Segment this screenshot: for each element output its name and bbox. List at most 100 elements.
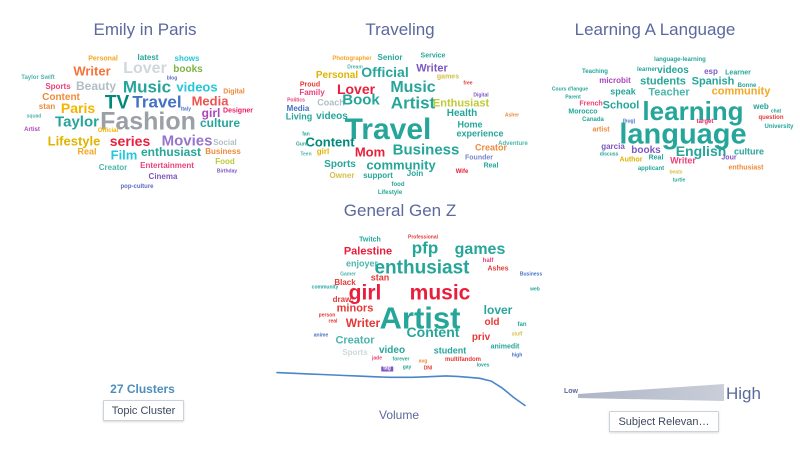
- cloud-word[interactable]: microbit: [599, 76, 631, 85]
- cloud-word[interactable]: garcia: [601, 142, 625, 151]
- cloud-word[interactable]: Creator: [474, 142, 508, 153]
- cloud-word[interactable]: Lifestyle: [47, 133, 101, 149]
- cloud-word[interactable]: Coach: [317, 97, 345, 108]
- cloud-word[interactable]: blog: [166, 75, 178, 82]
- cloud-word[interactable]: Lover: [336, 81, 376, 97]
- cloud-word[interactable]: Writer: [416, 62, 448, 75]
- cloud-word[interactable]: Health: [446, 108, 478, 119]
- cloud-word[interactable]: music: [409, 281, 471, 305]
- cloud-word[interactable]: Service: [420, 52, 446, 60]
- cloud-word[interactable]: videos: [657, 65, 689, 76]
- cloud-word[interactable]: Spanish: [691, 75, 735, 88]
- cloud-word[interactable]: Content: [305, 134, 355, 150]
- cloud-word[interactable]: Business: [519, 271, 543, 278]
- cloud-word[interactable]: Writer: [670, 155, 696, 166]
- cloud-word[interactable]: Film: [110, 147, 138, 163]
- cloud-word[interactable]: Ashes: [487, 265, 509, 273]
- cloud-word[interactable]: Real: [483, 162, 499, 170]
- cloud-word[interactable]: Artist: [390, 93, 436, 113]
- cloud-word[interactable]: experience: [456, 128, 504, 139]
- cloud-word[interactable]: Birthday: [216, 168, 238, 175]
- cloud-word[interactable]: discuss: [599, 151, 619, 158]
- cloud-word[interactable]: food: [391, 182, 405, 188]
- cloud-word[interactable]: Movies: [161, 132, 213, 150]
- cloud-word[interactable]: fan: [302, 131, 310, 138]
- cloud-word[interactable]: books: [173, 64, 203, 75]
- cloud-word[interactable]: turtle: [672, 177, 686, 184]
- cloud-word[interactable]: Entertainment: [140, 161, 194, 170]
- cloud-word[interactable]: Italy: [180, 106, 192, 113]
- cloud-word[interactable]: Sports: [342, 348, 368, 357]
- cloud-word[interactable]: University: [764, 124, 794, 130]
- cloud-word[interactable]: series: [109, 133, 151, 149]
- cloud-word[interactable]: Founder: [465, 154, 493, 162]
- subject-relevance-button[interactable]: Subject Relevan…: [609, 411, 719, 432]
- cloud-word[interactable]: enthusiast: [728, 164, 764, 172]
- cloud-word[interactable]: animedit: [490, 343, 520, 351]
- cloud-word[interactable]: Join: [406, 169, 424, 178]
- cloud-word[interactable]: Learner: [725, 69, 751, 77]
- cloud-word[interactable]: Official: [97, 128, 119, 134]
- cloud-word[interactable]: Teen: [300, 151, 312, 158]
- cloud-word[interactable]: French: [579, 100, 603, 108]
- cloud-word[interactable]: Photographer: [332, 56, 372, 62]
- cloud-word[interactable]: latest: [137, 53, 159, 62]
- cloud-word[interactable]: speak: [610, 86, 636, 97]
- cloud-word[interactable]: Personal: [315, 70, 359, 81]
- cloud-word[interactable]: stuff: [511, 331, 523, 338]
- volume-line-chart[interactable]: [270, 362, 528, 412]
- cloud-word[interactable]: English: [675, 143, 727, 159]
- cloud-word[interactable]: Creator: [335, 334, 375, 347]
- cloud-word[interactable]: Sports: [324, 159, 356, 170]
- cloud-word[interactable]: Personal: [88, 55, 118, 63]
- cloud-word[interactable]: language-learning: [654, 57, 706, 63]
- cloud-word[interactable]: Business: [205, 147, 241, 156]
- cloud-word[interactable]: Real: [648, 154, 664, 162]
- cloud-word[interactable]: fan: [517, 322, 527, 328]
- cloud-word[interactable]: pop-culture: [120, 184, 154, 190]
- cloud-word[interactable]: Media: [191, 93, 229, 109]
- cloud-word[interactable]: priv: [471, 332, 491, 343]
- cloud-word[interactable]: Food: [215, 157, 235, 166]
- cloud-word[interactable]: students: [640, 75, 686, 88]
- cloud-word[interactable]: Asher: [504, 112, 520, 119]
- cloud-word[interactable]: Teacher: [648, 86, 690, 99]
- cloud-word[interactable]: books: [631, 145, 661, 156]
- cloud-word[interactable]: Digital: [223, 88, 245, 96]
- cloud-word[interactable]: Black: [334, 278, 356, 287]
- cloud-word[interactable]: Living: [285, 111, 313, 122]
- cloud-word[interactable]: Paris: [60, 100, 96, 116]
- cloud-word[interactable]: squad: [26, 113, 42, 120]
- cloud-word[interactable]: Social: [213, 138, 237, 147]
- cloud-word[interactable]: Real: [77, 146, 97, 157]
- cloud-word[interactable]: Wife: [455, 169, 469, 175]
- cloud-word[interactable]: Cours d'langue: [551, 86, 589, 93]
- cloud-word[interactable]: Bonne: [737, 83, 757, 89]
- cloud-word[interactable]: Travel: [132, 92, 182, 112]
- cloud-word[interactable]: stan: [370, 272, 390, 283]
- cloud-word[interactable]: Business: [392, 141, 460, 159]
- cloud-word[interactable]: Artist: [379, 300, 461, 336]
- cloud-word[interactable]: Digital: [473, 92, 489, 99]
- cloud-word[interactable]: Content: [42, 92, 80, 103]
- cloud-word[interactable]: girl: [201, 106, 221, 120]
- cloud-word[interactable]: web: [530, 286, 540, 293]
- cloud-word[interactable]: Gamer: [340, 271, 356, 278]
- cloud-word[interactable]: beats: [669, 169, 683, 176]
- cloud-word[interactable]: community: [311, 284, 339, 291]
- cloud-word[interactable]: learner: [636, 67, 658, 73]
- cloud-word[interactable]: Palestine: [343, 245, 393, 258]
- cloud-word[interactable]: Morocco: [568, 108, 598, 116]
- cloud-word[interactable]: Taylor: [55, 113, 99, 131]
- cloud-word[interactable]: Beauty: [75, 79, 117, 93]
- cloud-word[interactable]: School: [602, 99, 640, 112]
- cloud-word[interactable]: student: [433, 345, 467, 356]
- cloud-word[interactable]: community: [711, 85, 771, 98]
- cloud-word[interactable]: chat: [770, 108, 782, 115]
- cloud-word[interactable]: Author: [619, 156, 643, 164]
- cloud-word[interactable]: Media: [286, 104, 310, 113]
